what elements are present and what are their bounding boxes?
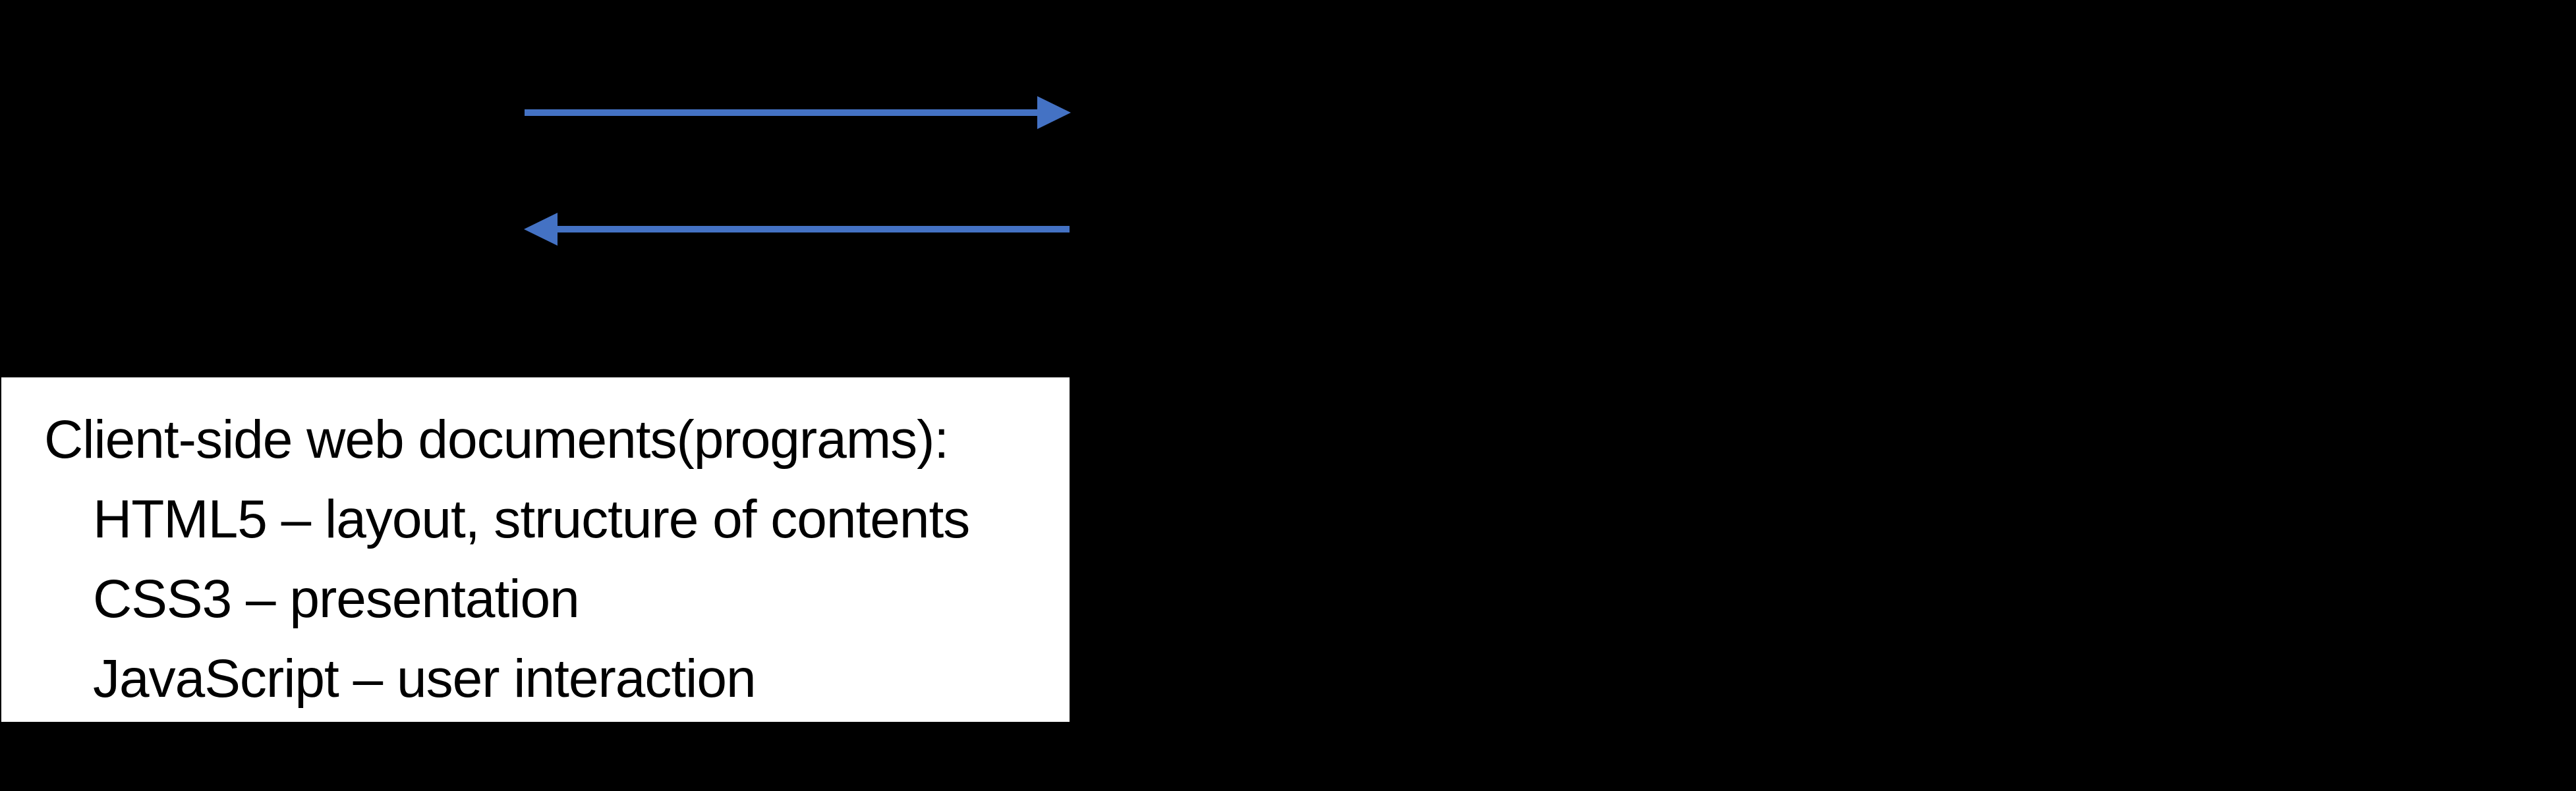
- arrow-left-head-icon: [524, 213, 558, 246]
- info-line-html5: HTML5 – layout, structure of contents: [93, 489, 970, 549]
- info-line-title: Client-side web documents(programs):: [44, 410, 949, 470]
- client-side-info-box: Client-side web documents(programs): HTM…: [1, 377, 1070, 722]
- info-line-css3: CSS3 – presentation: [93, 569, 580, 629]
- arrow-right-shaft: [525, 109, 1039, 116]
- arrow-left-shaft: [556, 226, 1070, 232]
- arrow-right-head-icon: [1037, 96, 1071, 129]
- info-line-javascript: JavaScript – user interaction: [93, 649, 757, 709]
